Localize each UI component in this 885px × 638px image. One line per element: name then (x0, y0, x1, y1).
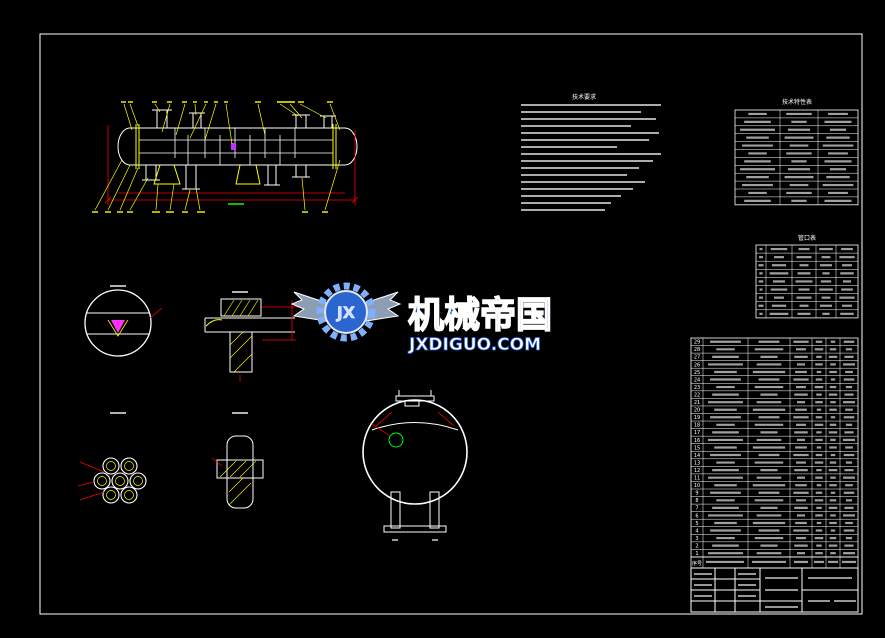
bottom-nozzles (142, 164, 310, 190)
tube-pattern-detail (77, 412, 147, 504)
logo-url: JXDIGUO.COM (408, 335, 541, 355)
bom-item-number: 5 (695, 521, 698, 527)
end-view (362, 390, 468, 541)
bom-item-number: 21 (694, 400, 700, 406)
bom-item-number: 28 (694, 347, 700, 353)
tech-table-grid (734, 109, 859, 206)
bom-item-number: 10 (694, 483, 700, 489)
tech-table-title: 技术特性表 (782, 98, 812, 106)
bom-item-number: 9 (695, 491, 698, 497)
main-elevation-view (92, 101, 359, 213)
parts-list-header-no: 序号 (692, 560, 702, 567)
bom-item-number: 27 (694, 355, 700, 361)
bom-item-number: 16 (694, 438, 700, 444)
leader-lines (94, 103, 341, 211)
bom-item-number: 13 (694, 460, 700, 466)
bom-item-number: 15 (694, 445, 700, 451)
bom-item-number: 7 (695, 506, 698, 512)
table-border (755, 244, 859, 319)
baffle-marker (231, 143, 236, 150)
overall-dimension (104, 125, 359, 205)
left-leg (390, 491, 401, 529)
bom-item-number: 24 (694, 377, 700, 383)
watermark-logo: JX 机械帝国 JXDIGUO.COM (290, 282, 553, 355)
tubesheets (135, 124, 337, 169)
nozzle-table-title: 管口表 (798, 234, 816, 242)
saddle-supports (153, 164, 261, 185)
tube-bundle (139, 128, 333, 165)
bom-item-number: 19 (694, 415, 700, 421)
parts-list-grid: 2928272625242322212019181716151413121110… (690, 337, 859, 569)
bom-item-number: 29 (694, 340, 700, 346)
notes-text-lines (521, 104, 661, 211)
bom-item-number: 12 (694, 468, 700, 474)
gear-hub (324, 290, 368, 334)
bom-item-number: 17 (694, 430, 700, 436)
gear-icon (316, 282, 376, 342)
bom-item-number: 2 (695, 543, 698, 549)
flange-detail-view (204, 291, 300, 382)
base-plate (383, 525, 447, 533)
bom-item-number: 11 (694, 476, 700, 482)
logo-badge-text: JX (336, 303, 356, 322)
bom-item-number: 22 (694, 392, 700, 398)
nozzle-table: 管口表 (755, 234, 859, 319)
bom-item-number: 23 (694, 385, 700, 391)
section-view-shell (84, 285, 163, 357)
technical-characteristics-table: 技术特性表 (734, 98, 859, 206)
technical-notes: 技术要求 (521, 93, 661, 211)
bom-item-number: 14 (694, 453, 700, 459)
bom-item-number: 1 (695, 551, 698, 557)
end-view-shell (362, 399, 468, 505)
drawing-frame (39, 33, 863, 615)
bom-item-number: 3 (695, 536, 698, 542)
logo-title: 机械帝国 (408, 295, 552, 336)
right-leg (429, 491, 440, 529)
end-view-nozzle-mark (388, 432, 404, 448)
bom-item-number: 6 (695, 513, 698, 519)
weld-detail-view (211, 412, 264, 509)
item-balloon-marks (92, 101, 333, 213)
notes-title: 技术要求 (572, 93, 596, 101)
bom-item-number: 25 (694, 370, 700, 376)
bom-item-number: 8 (695, 498, 698, 504)
top-nozzles (152, 109, 336, 129)
parts-list: 2928272625242322212019181716151413121110… (690, 337, 859, 569)
nozzle-table-grid (755, 244, 859, 319)
bom-item-number: 18 (694, 423, 700, 429)
title-block (690, 567, 859, 613)
section-circle (84, 289, 152, 357)
weld-symbol (111, 320, 125, 333)
bom-item-number: 26 (694, 362, 700, 368)
shell-outline (117, 127, 358, 166)
bom-item-number: 20 (694, 408, 700, 414)
bom-item-number: 4 (695, 528, 698, 534)
